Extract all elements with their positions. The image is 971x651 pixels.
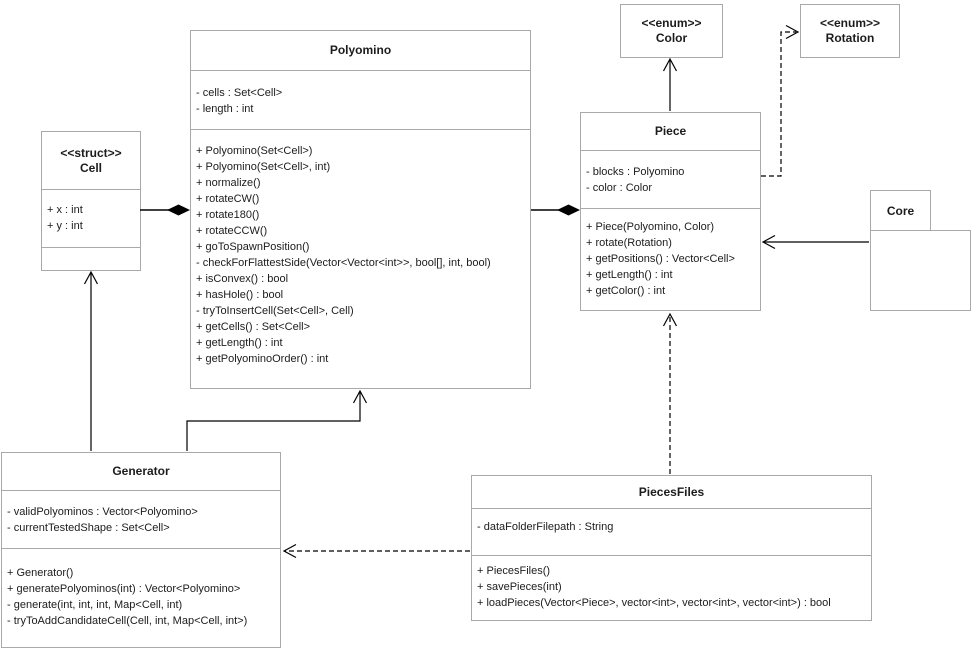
member-line: + rotate180() xyxy=(196,209,260,221)
class-name: Color xyxy=(655,31,688,45)
class-rotation-title: <<enum>> Rotation xyxy=(801,5,899,57)
member-line: + getColor() : int xyxy=(586,285,666,297)
member-line: + Polyomino(Set<Cell>, int) xyxy=(196,161,331,173)
class-stereotype: <<struct>> xyxy=(60,145,122,160)
class-polyomino-title: Polyomino xyxy=(191,31,530,71)
class-piece: Piece - blocks : Polyomino - color : Colo… xyxy=(580,112,761,311)
class-color: <<enum>> Color xyxy=(620,4,723,58)
member-line: + rotateCCW() xyxy=(196,225,268,237)
package-core-body xyxy=(870,230,971,311)
member-line: + goToSpawnPosition() xyxy=(196,241,310,253)
member-line: + Piece(Polyomino, Color) xyxy=(586,221,715,233)
member-line: + Polyomino(Set<Cell>) xyxy=(196,145,313,157)
member-line: + isConvex() : bool xyxy=(196,273,289,285)
member-line: - validPolyominos : Vector<Polyomino> xyxy=(7,506,198,518)
class-name: Polyomino xyxy=(329,43,392,57)
package-core-tab: Core xyxy=(870,190,931,231)
member-line: - length : int xyxy=(196,103,254,115)
member-line: + getCells() : Set<Cell> xyxy=(196,321,311,333)
member-line: + generatePolyominos(int) : Vector<Polyo… xyxy=(7,583,241,595)
member-line: - dataFolderFilepath : String xyxy=(477,521,614,533)
class-polyomino-methods: + Polyomino(Set<Cell>) + Polyomino(Set<Ce… xyxy=(191,130,530,388)
class-piecesfiles-attributes: - dataFolderFilepath : String xyxy=(472,509,871,556)
class-name: PiecesFiles xyxy=(638,484,705,499)
composition-polyomino-piece xyxy=(531,204,580,216)
member-line: + savePieces(int) xyxy=(477,581,562,593)
class-cell-attributes: + x : int + y : int xyxy=(42,190,140,248)
member-line: - generate(int, int, int, Map<Cell, int) xyxy=(7,599,183,611)
dependency-piecesfiles-generator xyxy=(284,545,470,558)
association-generator-cell xyxy=(85,272,98,451)
member-line: + loadPieces(Vector<Piece>, vector<int>,… xyxy=(477,597,831,609)
member-line: + rotateCW() xyxy=(196,193,260,205)
class-name: Generator xyxy=(112,464,170,478)
class-polyomino-attributes: - cells : Set<Cell> - length : int xyxy=(191,71,530,130)
package-name: Core xyxy=(886,203,915,218)
member-line: - tryToInsertCell(Set<Cell>, Cell) xyxy=(196,305,354,317)
class-piece-attributes: - blocks : Polyomino - color : Color xyxy=(581,151,760,209)
class-cell-title: <<struct>> Cell xyxy=(42,132,140,190)
class-cell-methods xyxy=(42,248,140,270)
class-piece-title: Piece xyxy=(581,113,760,151)
member-line: + y : int xyxy=(47,220,83,232)
member-line: + x : int xyxy=(47,204,83,216)
association-core-piece xyxy=(763,236,869,249)
dependency-piecesfiles-piece xyxy=(664,314,677,474)
composition-cell-polyomino xyxy=(140,204,190,216)
class-rotation: <<enum>> Rotation xyxy=(800,4,900,58)
member-line: + getPolyominoOrder() : int xyxy=(196,353,329,365)
member-line: - checkForFlattestSide(Vector<Vector<int… xyxy=(196,257,491,269)
class-piecesfiles-methods: + PiecesFiles() + savePieces(int) + loadPi… xyxy=(472,556,871,620)
member-line: + normalize() xyxy=(196,177,261,189)
class-generator-title: Generator xyxy=(2,453,280,491)
member-line: + getLength() : int xyxy=(196,337,283,349)
association-generator-polyomino xyxy=(187,391,367,451)
class-piecesfiles-title: PiecesFiles xyxy=(472,476,871,509)
dependency-piece-rotation xyxy=(761,26,798,177)
class-stereotype: <<enum>> xyxy=(641,16,702,30)
class-stereotype: <<enum>> xyxy=(819,16,881,30)
class-name: Cell xyxy=(79,160,102,175)
class-piece-methods: + Piece(Polyomino, Color) + rotate(Rotati… xyxy=(581,209,760,310)
class-generator: Generator - validPolyominos : Vector<Pol… xyxy=(1,452,281,648)
member-line: - color : Color xyxy=(586,182,653,194)
member-line: - currentTestedShape : Set<Cell> xyxy=(7,522,170,534)
class-generator-methods: + Generator() + generatePolyominos(int) :… xyxy=(2,549,280,647)
class-piecesfiles: PiecesFiles - dataFolderFilepath : Strin… xyxy=(471,475,872,621)
class-name: Piece xyxy=(654,124,687,138)
member-line: - cells : Set<Cell> xyxy=(196,87,283,99)
association-piece-color xyxy=(664,59,677,111)
member-line: + getPositions() : Vector<Cell> xyxy=(586,253,735,265)
member-line: - blocks : Polyomino xyxy=(586,166,685,178)
member-line: + hasHole() : bool xyxy=(196,289,284,301)
member-line: + PiecesFiles() xyxy=(477,565,551,577)
member-line: - tryToAddCandidateCell(Cell, int, Map<C… xyxy=(7,615,248,627)
class-name: Rotation xyxy=(825,31,875,45)
member-line: + Generator() xyxy=(7,567,74,579)
class-cell: <<struct>> Cell + x : int + y : int xyxy=(41,131,141,271)
class-polyomino: Polyomino - cells : Set<Cell> - length : … xyxy=(190,30,531,389)
class-generator-attributes: - validPolyominos : Vector<Polyomino> - c… xyxy=(2,491,280,549)
member-line: + rotate(Rotation) xyxy=(586,237,672,249)
class-color-title: <<enum>> Color xyxy=(621,5,722,57)
member-line: + getLength() : int xyxy=(586,269,673,281)
